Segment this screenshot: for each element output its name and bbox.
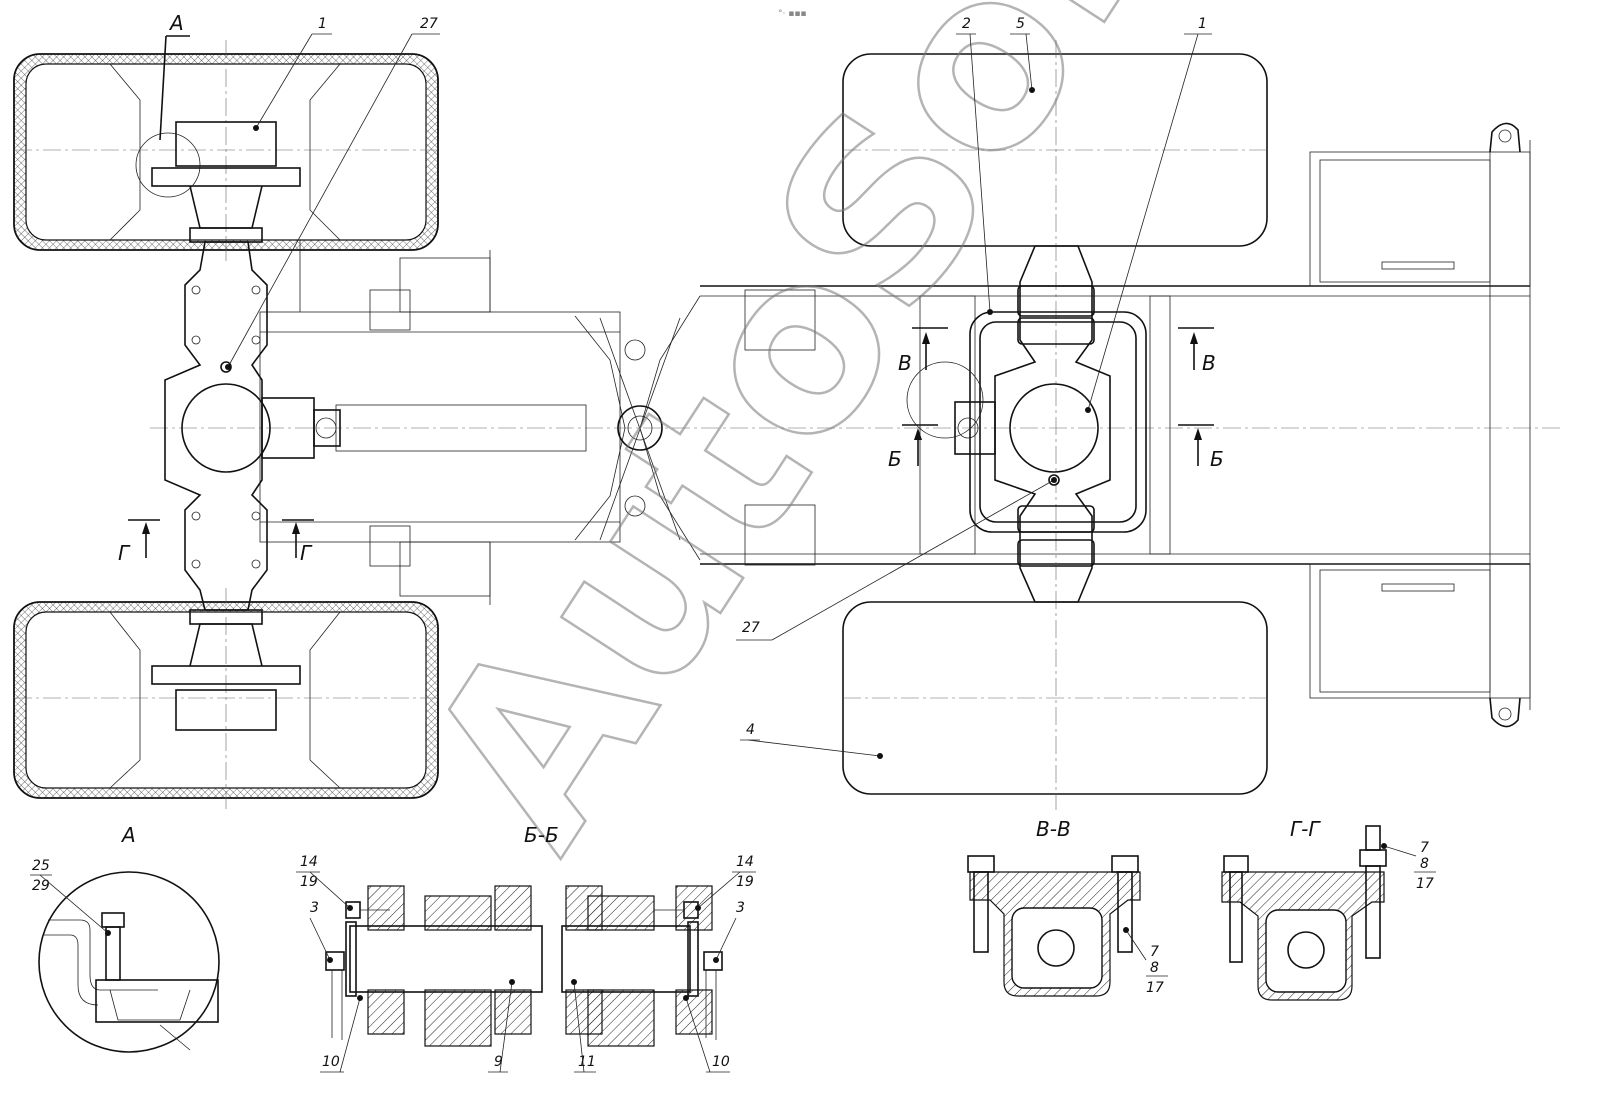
section-markers: Г Г В В Б Б А (118, 11, 1224, 565)
view-bb-title: Б-Б (524, 823, 559, 847)
view-vv: В-В 7 8 17 (967, 817, 1168, 997)
view-bb: Б-Б 14 19 3 10 (296, 823, 756, 1073)
view-bb-callout-19-right: 19 (736, 874, 754, 890)
view-bb-callout-3-left: 3 (310, 900, 319, 916)
tire-top-left (13, 40, 439, 264)
view-a-callout-29: 29 (32, 878, 50, 894)
view-bb-callout-10-right: 10 (712, 1054, 730, 1070)
callout-2: 2 (962, 16, 971, 32)
view-bb-callout-19-left: 19 (300, 874, 318, 890)
view-gg-callout-17: 17 (1416, 876, 1434, 892)
callout-1-left: 1 (318, 16, 327, 32)
view-gg-callout-7: 7 (1420, 840, 1429, 856)
view-a-callout-25: 25 (32, 858, 50, 874)
callout-5: 5 (1016, 16, 1025, 32)
view-bb-callout-9: 9 (494, 1054, 503, 1070)
view-a-title: А (120, 823, 136, 847)
callout-27-top: 27 (420, 16, 438, 32)
front-axle (13, 40, 439, 812)
view-bb-callout-11: 11 (578, 1054, 596, 1070)
view-gg-callout-8: 8 (1420, 856, 1429, 872)
callout-27-bottom: 27 (742, 620, 760, 636)
chassis-frame (150, 122, 1560, 728)
view-a: А 25 29 (30, 823, 220, 1053)
section-mark-g-right: Г (300, 541, 313, 565)
section-mark-a: А (168, 11, 184, 35)
view-vv-callout-8: 8 (1150, 960, 1159, 976)
tire-bottom-left (13, 588, 439, 812)
view-bb-callout-14-left: 14 (300, 854, 318, 870)
section-mark-b-right: Б (1210, 447, 1224, 471)
callout-4: 4 (746, 722, 755, 738)
main-callouts: 1 27 2 5 1 27 4 (225, 16, 1212, 759)
top-mark: °· ▪▪▪ (778, 9, 807, 19)
view-bb-callout-3-right: 3 (736, 900, 745, 916)
view-vv-callout-7: 7 (1150, 944, 1159, 960)
section-mark-b-left: Б (888, 447, 902, 471)
view-vv-callout-17: 17 (1146, 980, 1164, 996)
view-bb-callout-14-right: 14 (736, 854, 754, 870)
view-gg: Г-Г 7 8 17 (1221, 817, 1436, 1001)
watermark: AutoSoft (373, 0, 1258, 891)
section-mark-v-right: В (1202, 351, 1216, 375)
view-gg-title: Г-Г (1290, 817, 1321, 841)
rear-axle (842, 40, 1268, 810)
section-mark-g-left: Г (118, 541, 131, 565)
section-mark-v-left: В (898, 351, 912, 375)
view-vv-title: В-В (1036, 817, 1071, 841)
view-bb-callout-10-left: 10 (322, 1054, 340, 1070)
callout-1-right: 1 (1198, 16, 1207, 32)
